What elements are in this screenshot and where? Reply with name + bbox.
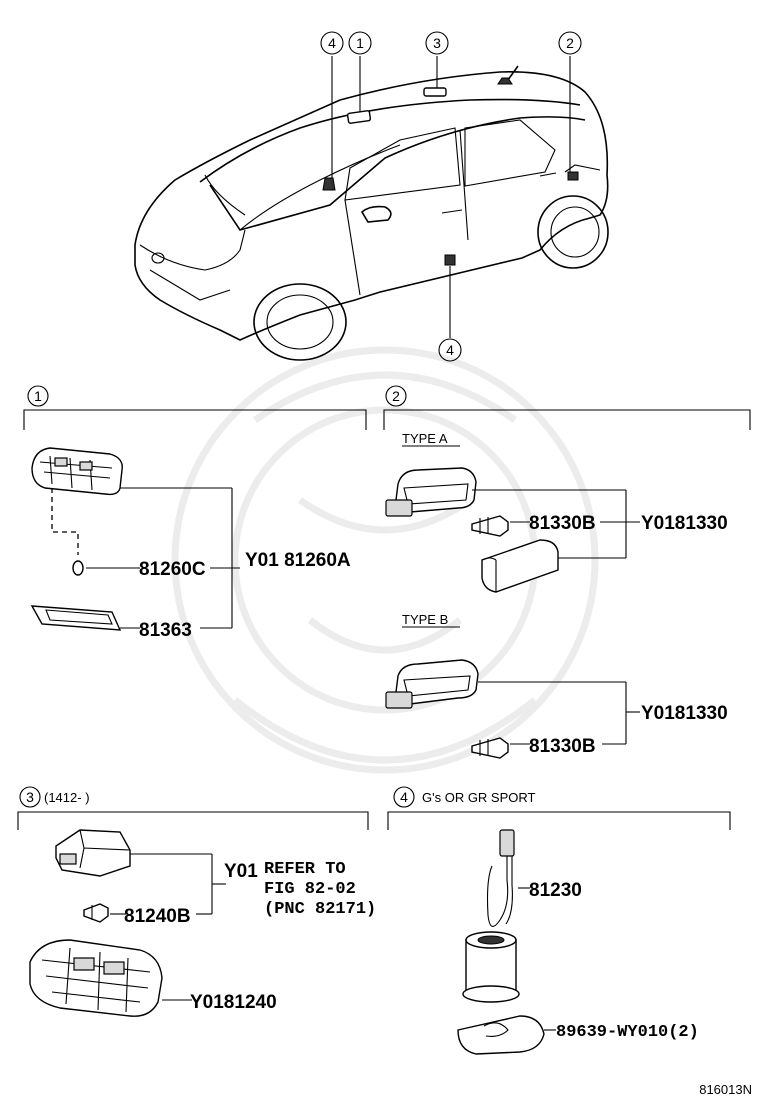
part-81330B-type-b: 81330B bbox=[529, 736, 596, 757]
section-4-index: 4 bbox=[400, 789, 408, 805]
callout-1: 1 bbox=[356, 35, 364, 51]
section-2-index: 2 bbox=[392, 388, 400, 404]
part-81330B-type-a: 81330B bbox=[529, 513, 596, 534]
callout-4-top: 4 bbox=[328, 35, 336, 51]
section-2: 2 TYPE A 81330B Y0181330 TYPE B bbox=[383, 385, 751, 759]
callout-4-bottom: 4 bbox=[446, 342, 454, 358]
type-a-label: TYPE A bbox=[402, 431, 448, 446]
callout-3: 3 bbox=[433, 35, 441, 51]
part-81240B: 81240B bbox=[124, 906, 191, 927]
part-89639-WY010: 89639-WY010(2) bbox=[556, 1023, 699, 1042]
assembly-Y0181240: Y0181240 bbox=[190, 992, 277, 1013]
part-81363: 81363 bbox=[139, 620, 192, 641]
type-b-label: TYPE B bbox=[402, 612, 448, 627]
section-3-index: 3 bbox=[26, 789, 34, 805]
refer-to-line-1: REFER TO bbox=[264, 860, 346, 879]
assembly-Y0181330-type-a: Y0181330 bbox=[641, 513, 728, 534]
part-81230: 81230 bbox=[529, 880, 582, 901]
part-81260C: 81260C bbox=[139, 559, 206, 580]
section-4: 4 G's OR GR SPORT 81230 89639-WY010(2) bbox=[387, 786, 731, 1055]
section-3: 3 (1412- ) Y01 REFER TO FIG 82-02 (PNC 8… bbox=[17, 786, 376, 1017]
refer-to-line-2: FIG 82-02 bbox=[264, 880, 356, 899]
figure-number: 816013N bbox=[699, 1082, 752, 1097]
callout-2: 2 bbox=[566, 35, 574, 51]
assembly-Y0181330-type-b: Y0181330 bbox=[641, 703, 728, 724]
section-1: 1 81260C 81363 Y01 81260A bbox=[23, 385, 367, 641]
section-3-date-range: (1412- ) bbox=[44, 790, 90, 805]
vehicle-overview bbox=[134, 65, 609, 361]
section-1-index: 1 bbox=[34, 388, 42, 404]
refer-to-line-3: (PNC 82171) bbox=[264, 900, 376, 919]
assembly-Y0181260A: Y01 81260A bbox=[245, 550, 351, 571]
section-3-prefix-Y01: Y01 bbox=[224, 861, 258, 882]
section-4-condition: G's OR GR SPORT bbox=[422, 790, 536, 805]
overview-callouts: 4 1 3 2 4 bbox=[320, 31, 582, 362]
